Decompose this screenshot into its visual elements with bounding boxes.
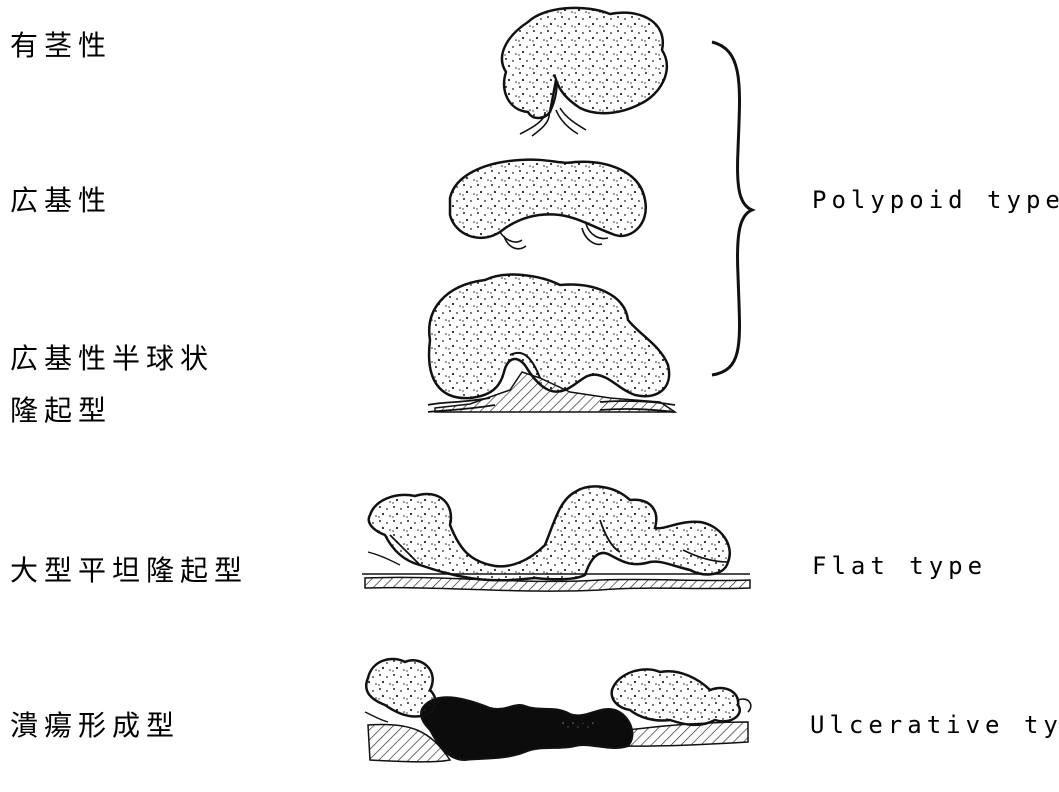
sessile-polyp-illustration [450, 160, 646, 249]
label-polypoid-type: Polypoid type [812, 186, 1059, 214]
label-sessile-hemispherical-2: 隆起型 [10, 394, 112, 427]
label-sessile: 広基性 [10, 184, 112, 217]
polypoid-brace [712, 42, 752, 375]
label-flat-type: Flat type [812, 552, 987, 580]
label-sessile-hemispherical-1: 広基性半球状 [10, 342, 214, 375]
label-ulcerative-type: Ulcerative type [810, 711, 1059, 739]
flat-elevated-illustration [362, 486, 750, 591]
label-ulcer-forming: 潰瘍形成型 [10, 709, 180, 742]
pedunculated-polyp-illustration [502, 8, 667, 136]
ulcerative-illustration [365, 659, 751, 762]
label-large-flat-elevated: 大型平坦隆起型 [10, 554, 248, 587]
label-pedunculated: 有茎性 [10, 29, 112, 62]
hemispherical-polyp-illustration [428, 275, 675, 412]
